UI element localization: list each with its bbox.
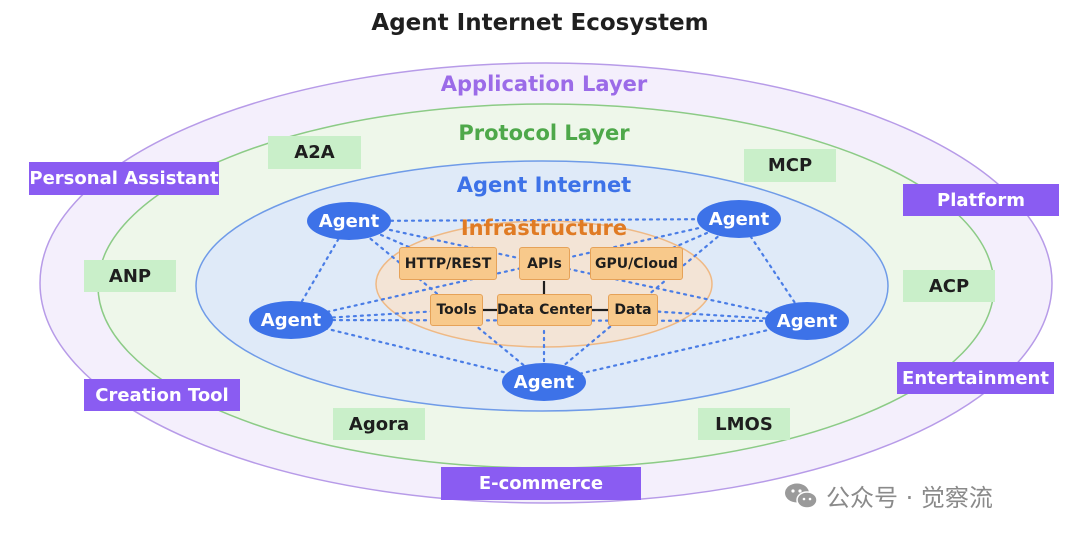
mesh-line (289, 318, 546, 384)
protocol-layer-label: Protocol Layer (458, 121, 630, 145)
agent-node-right: Agent (765, 302, 849, 340)
watermark-text: 公众号 · 觉察流 (826, 484, 993, 512)
agent-node-bottom: Agent (502, 363, 586, 401)
diagram-title: Agent Internet Ecosystem (371, 10, 709, 36)
protocol-tag-lmos: LMOS (698, 408, 790, 440)
mesh-line (289, 219, 351, 322)
mesh-line (289, 217, 741, 322)
app-tag-e-commerce: E-commerce (441, 467, 641, 500)
infrastructure-label: Infrastructure (460, 216, 628, 240)
infra-http-rest: HTTP/REST (399, 247, 497, 280)
infra-data: Data (608, 294, 658, 326)
app-tag-creation-tool: Creation Tool (84, 379, 240, 411)
infrastructure-connectors (483, 281, 608, 312)
protocol-tag-acp: ACP (903, 270, 995, 302)
application-layer-label: Application Layer (440, 72, 648, 96)
agent-node-top-right: Agent (697, 200, 781, 238)
agent-node-top-left: Agent (307, 202, 391, 240)
agent-node-left: Agent (249, 301, 333, 339)
infra-tools: Tools (430, 294, 483, 326)
mesh-line (347, 219, 809, 323)
protocol-tag-agora: Agora (333, 408, 425, 440)
app-tag-platform: Platform (903, 184, 1059, 216)
agent-internet-label: Agent Internet (456, 173, 632, 197)
wechat-icon (785, 483, 818, 509)
app-tag-personal-assistant: Personal Assistant (29, 162, 219, 195)
app-tag-entertainment: Entertainment (897, 362, 1054, 394)
infra-gpu-cloud: GPU/Cloud (590, 247, 683, 280)
watermark: 公众号 · 觉察流 (784, 478, 993, 513)
protocol-tag-mcp: MCP (744, 149, 836, 182)
infra-apis: APIs (519, 247, 570, 280)
mesh-line (542, 319, 809, 384)
protocol-tag-a2a: A2A (268, 136, 361, 169)
infra-data-center: Data Center (497, 294, 592, 326)
protocol-tag-anp: ANP (84, 260, 176, 292)
mesh-line (347, 217, 741, 223)
